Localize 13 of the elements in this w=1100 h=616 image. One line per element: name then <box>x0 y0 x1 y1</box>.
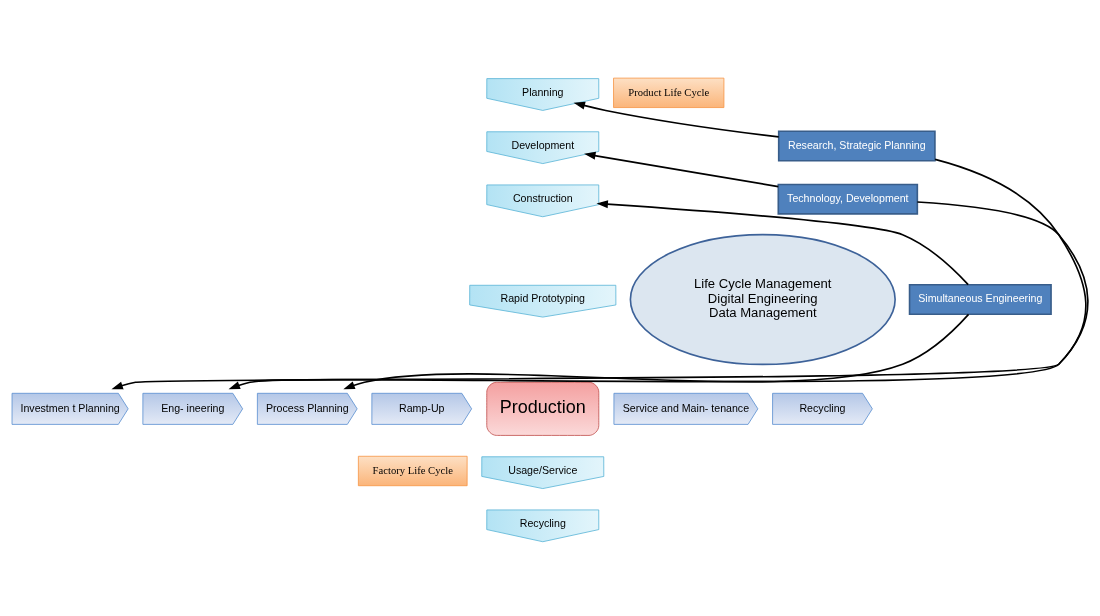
node-box: Product Life Cycle <box>613 77 725 108</box>
arrow <box>343 313 970 389</box>
node-box: Factory Life Cycle <box>357 455 468 486</box>
arrow <box>228 200 1089 389</box>
node-box: Technology, Development <box>777 183 919 215</box>
arrow <box>584 151 780 187</box>
node-box: Simultaneous Engineering <box>908 283 1052 315</box>
arrow <box>573 101 780 138</box>
arrow <box>111 158 1087 389</box>
node-box: Research, Strategic Planning <box>777 129 936 162</box>
node-box: Production <box>486 381 600 436</box>
node-ellipse: Life Cycle Management Digital Engineering Data Management <box>629 233 896 365</box>
arrow <box>596 199 969 285</box>
